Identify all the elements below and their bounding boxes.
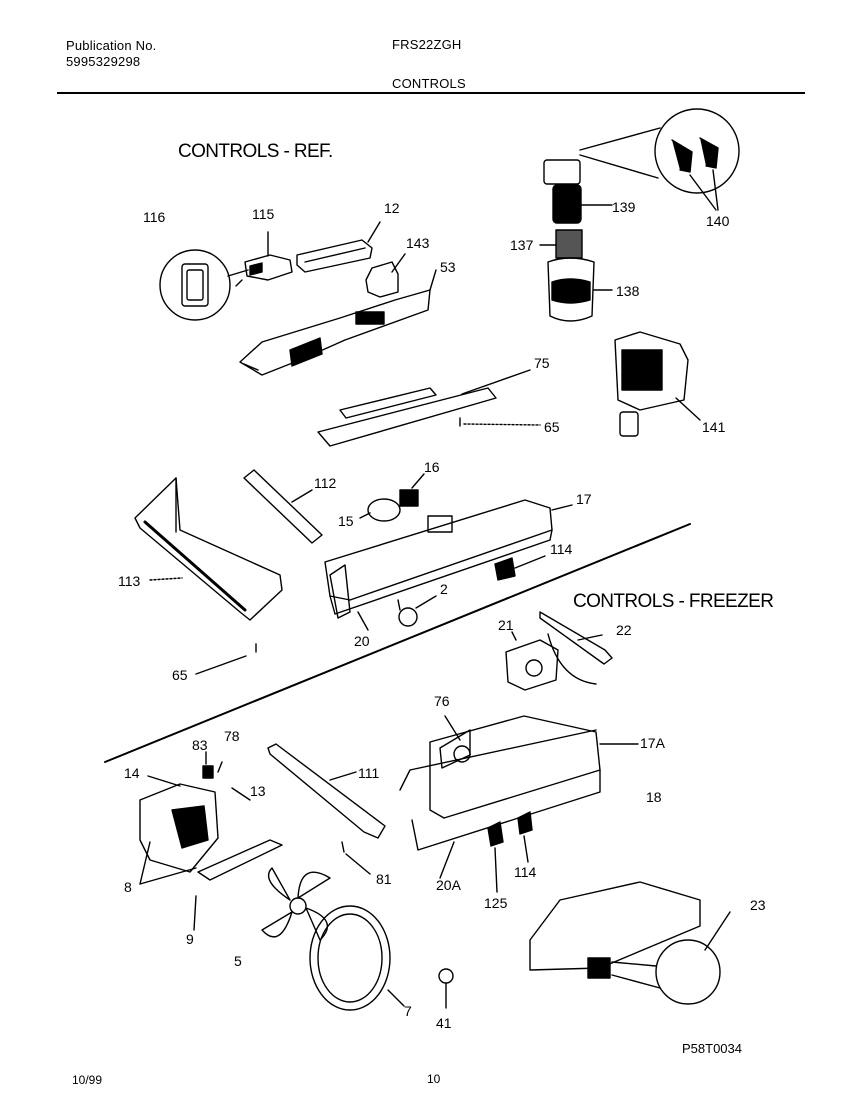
- part-138-filter-bowl: [547, 257, 613, 322]
- callout-17a: 17A: [640, 735, 666, 751]
- callout-17: 17: [576, 491, 592, 507]
- part-141-valve: [614, 331, 701, 437]
- footer-date: 10/99: [72, 1073, 103, 1087]
- callout-137: 137: [510, 237, 534, 253]
- callout-20: 20: [354, 633, 370, 649]
- section-title-freezer: CONTROLS - FREEZER: [573, 591, 774, 612]
- part-65-screw-upper: [459, 417, 541, 427]
- part-16-socket: [399, 473, 425, 507]
- part-83-clip: [202, 751, 214, 779]
- callout-83: 83: [192, 737, 208, 753]
- part-81-screw: [341, 841, 371, 875]
- callout-76: 76: [434, 693, 450, 709]
- page-title: CONTROLS: [392, 76, 466, 91]
- callout-12: 12: [384, 200, 400, 216]
- part-9-bracket: [193, 895, 197, 931]
- part-112-rod: [243, 469, 323, 544]
- callout-115: 115: [252, 206, 275, 222]
- part-114-knob-upper: [494, 555, 546, 581]
- callout-15: 15: [338, 513, 354, 529]
- part-22-capillary: [539, 611, 613, 685]
- publication-label: Publication No.: [66, 38, 157, 53]
- callout-114-lower: 114: [514, 864, 537, 880]
- callout-65-lower: 65: [172, 667, 188, 683]
- callout-125: 125: [484, 895, 508, 911]
- callout-53: 53: [440, 259, 456, 275]
- part-113-trim: [134, 477, 283, 621]
- part-139-filter-head: [543, 127, 661, 224]
- callout-78: 78: [224, 728, 240, 744]
- callout-20a: 20A: [436, 877, 462, 893]
- callout-75: 75: [534, 355, 550, 371]
- part-143-clip: [365, 253, 406, 298]
- part-20a-panel: [439, 841, 455, 879]
- part-21-thermostat: [505, 631, 559, 691]
- part-20-panel: [329, 564, 369, 631]
- callout-65-upper: 65: [544, 419, 560, 435]
- callout-112: 112: [314, 475, 337, 491]
- part-125-knob: [487, 821, 504, 893]
- callout-113: 113: [118, 573, 141, 589]
- drawing-code: P58T0034: [682, 1041, 742, 1056]
- section-title-ref: CONTROLS - REF.: [178, 141, 333, 162]
- callout-8: 8: [124, 879, 132, 895]
- part-17-control-housing: [324, 499, 573, 615]
- part-78-screw: [217, 761, 223, 773]
- part-23-sensor: [529, 881, 731, 1005]
- callout-7: 7: [404, 1003, 412, 1019]
- callout-143: 143: [406, 235, 430, 251]
- callout-22: 22: [616, 622, 632, 638]
- part-15-bulb: [359, 498, 401, 522]
- part-7-fan-shroud: [309, 905, 405, 1011]
- callout-114-upper: 114: [550, 541, 573, 557]
- callout-140: 140: [706, 213, 730, 229]
- footer-page-number: 10: [427, 1072, 441, 1086]
- part-137-filter-cartridge: [539, 229, 583, 259]
- callout-138: 138: [616, 283, 640, 299]
- part-41-screw: [438, 968, 454, 1009]
- callout-21: 21: [498, 617, 514, 633]
- callout-41: 41: [436, 1015, 452, 1031]
- callout-5: 5: [234, 953, 242, 969]
- part-53-housing: [239, 269, 437, 376]
- part-5-fan-blade: [261, 867, 331, 941]
- callout-18: 18: [646, 789, 662, 805]
- callout-9: 9: [186, 931, 194, 947]
- model-number: FRS22ZGH: [392, 37, 462, 52]
- callout-141: 141: [702, 419, 726, 435]
- part-75-cover: [317, 369, 531, 447]
- part-2-knob: [397, 595, 437, 627]
- part-111-duct: [267, 743, 386, 839]
- callout-139: 139: [612, 199, 636, 215]
- callout-13: 13: [250, 783, 266, 799]
- callout-16: 16: [424, 459, 440, 475]
- part-8-grommet: [139, 841, 197, 885]
- callout-14: 14: [124, 765, 140, 781]
- header-rule: [57, 92, 805, 94]
- callout-23: 23: [750, 897, 766, 913]
- part-76-bracket: [444, 715, 471, 763]
- part-65-screw-lower: [195, 643, 257, 675]
- part-13-fan-motor: [197, 787, 283, 881]
- part-14-motor-bracket: [139, 775, 219, 873]
- part-115-switch: [235, 231, 293, 287]
- part-114-knob-lower: [517, 811, 533, 863]
- callout-81: 81: [376, 871, 392, 887]
- section-divider: [104, 523, 691, 763]
- callout-2: 2: [440, 581, 448, 597]
- part-140-fittings: [654, 108, 740, 211]
- publication-number: 5995329298: [66, 54, 141, 69]
- part-12-light-shield: [296, 221, 381, 273]
- callout-116: 116: [143, 209, 166, 225]
- part-116-gasket: [159, 249, 249, 321]
- callout-111: 111: [358, 765, 379, 781]
